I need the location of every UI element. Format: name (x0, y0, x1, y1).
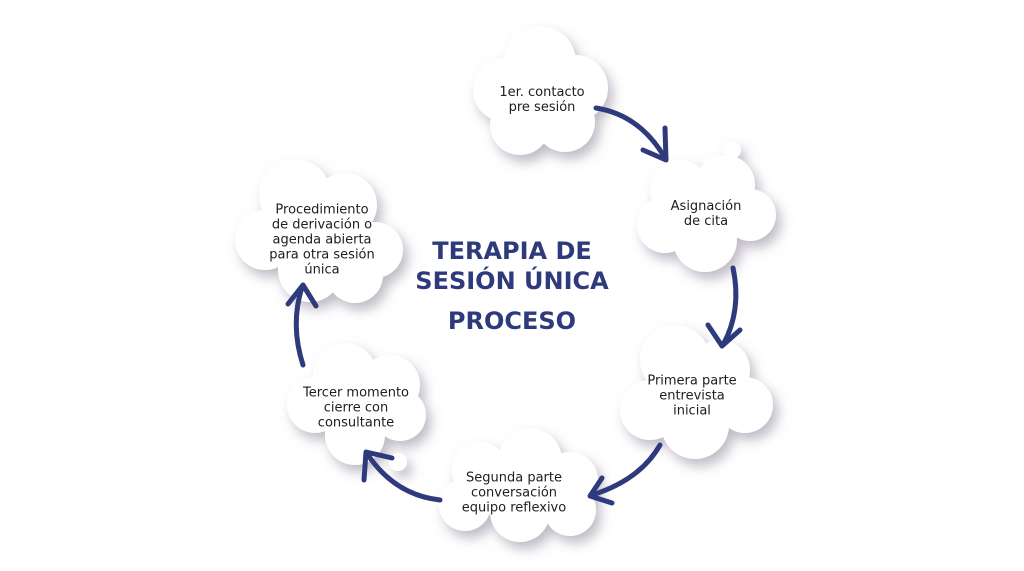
cloud-step-4 (389, 428, 598, 542)
step-6-label: Procedimiento de derivación o agenda abi… (269, 203, 375, 278)
cloud-step-1 (473, 26, 608, 155)
step-4-line: Segunda parte (466, 470, 562, 486)
arrow-5-to-6 (285, 282, 319, 368)
title-line-1: TERAPIA DE (432, 237, 592, 265)
step-6-line: única (304, 262, 340, 278)
step-1-line: pre sesión (508, 100, 576, 115)
step-2-line: Asignación (670, 199, 742, 214)
cloud-step-5 (287, 343, 426, 465)
arrow-1-to-2 (593, 105, 669, 163)
step-3-line: Primera parte (647, 373, 737, 389)
step-4-line: conversación (470, 485, 558, 501)
diagram-title: TERAPIA DE SESIÓN ÚNICA (415, 236, 608, 296)
step-6-line: para otra sesión (269, 247, 375, 263)
step-4-line: equipo reflexivo (461, 500, 567, 516)
cloud-step-3 (620, 325, 773, 459)
step-6-line: Procedimiento (275, 202, 369, 218)
step-5-label: Tercer momento cierre con consultante (303, 386, 409, 431)
step-2-label: Asignación de cita (671, 199, 742, 229)
step-4-label: Segunda parte conversación equipo reflex… (462, 471, 566, 516)
step-1-label: 1er. contacto pre sesión (499, 85, 584, 115)
step-5-line: Tercer momento (303, 385, 409, 401)
cloud-step-2 (637, 141, 776, 272)
step-5-line: consultante (317, 415, 395, 431)
step-3-label: Primera parte entrevista inicial (647, 374, 736, 419)
title-line-2: SESIÓN ÚNICA (415, 267, 609, 295)
arrow-2-to-3 (705, 265, 743, 349)
step-2-line: de cita (683, 214, 729, 229)
diagram-subtitle: PROCESO (447, 307, 577, 335)
step-1-line: 1er. contacto (499, 85, 585, 100)
step-3-line: inicial (673, 403, 711, 419)
step-5-line: cierre con (323, 400, 389, 416)
step-6-line: agenda abierta (272, 232, 372, 248)
cloud-step-6 (235, 159, 403, 303)
arrow-3-to-4 (587, 442, 663, 506)
step-6-line: de derivación o (271, 217, 373, 233)
step-3-line: entrevista (659, 388, 725, 404)
arrow-4-to-5 (361, 449, 443, 503)
